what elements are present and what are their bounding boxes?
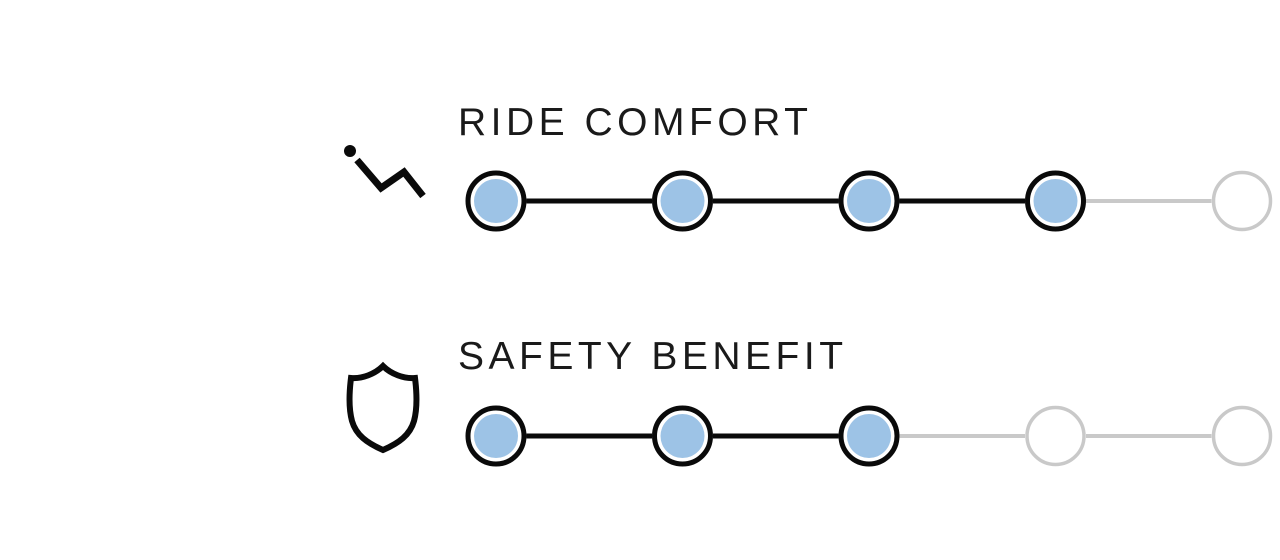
reclined-seat-icon — [344, 145, 426, 199]
rating-label-ride-comfort: RIDE COMFORT — [458, 101, 813, 144]
rating-dot-filled — [652, 170, 713, 232]
rating-dot-empty — [1211, 170, 1273, 232]
rating-scale-ride-comfort — [465, 170, 1273, 232]
shield-icon — [346, 361, 420, 454]
rating-label-safety-benefit: SAFETY BENEFIT — [458, 335, 848, 378]
rating-dot-empty — [1025, 405, 1086, 467]
rating-dot-filled — [838, 170, 900, 232]
rating-dot-filled — [465, 170, 527, 232]
rating-dot-empty — [1211, 405, 1273, 467]
rating-dot-filled — [465, 405, 527, 467]
rating-dot-filled — [652, 405, 713, 467]
rating-scale-safety-benefit — [465, 405, 1273, 467]
rating-dot-filled — [1025, 170, 1086, 232]
rating-dot-filled — [838, 405, 900, 467]
